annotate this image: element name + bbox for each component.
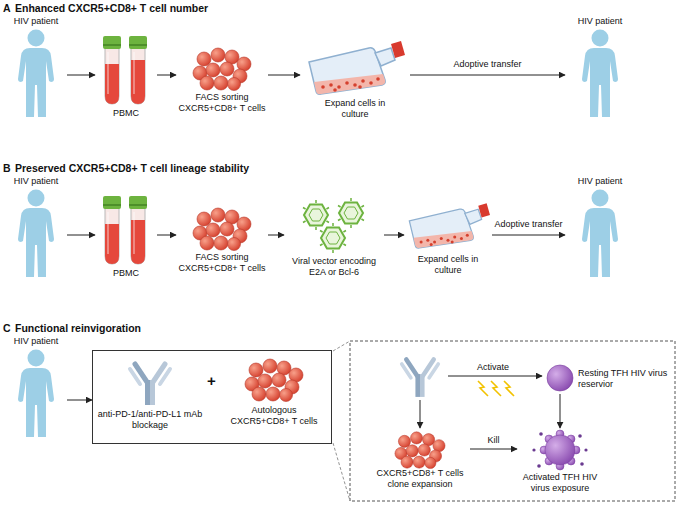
caption-text: CXCR5+CD8+ T cells clone expansion — [370, 468, 470, 490]
flow-arrow — [492, 235, 565, 236]
clone-expansion-node: CXCR5+CD8+ T cells clone expansion — [370, 430, 470, 490]
patient-node: HIV patient — [565, 176, 635, 277]
caption-text: Expand cells in culture — [416, 254, 480, 276]
activated-tfh-cell — [532, 430, 587, 470]
flow-arrow — [157, 235, 176, 236]
antibody-icon — [402, 359, 439, 396]
viral-vectors — [303, 198, 364, 253]
expansion-arrow — [420, 400, 421, 428]
caption-text: Expand cells in culture — [323, 98, 387, 120]
pbmc-node: PBMC — [95, 194, 157, 279]
caption-text: PBMC — [95, 108, 157, 119]
blood-tubes — [103, 36, 147, 104]
culture-flask — [409, 203, 490, 248]
panel-letter: B — [3, 162, 11, 174]
patient-node: HIV patient — [5, 16, 67, 117]
patient-node: HIV patient — [565, 16, 635, 117]
flow-arrow — [560, 394, 561, 428]
flow-arrow — [268, 75, 300, 76]
cell-cluster — [245, 359, 303, 402]
culture-node: Expand cells in culture — [300, 40, 410, 120]
flow-arrow — [470, 449, 517, 450]
patient-figure — [18, 30, 54, 118]
flow-arrow — [67, 75, 95, 76]
panel-letter: C — [3, 322, 11, 334]
therapy-box: + anti-PD-1/anti-PD-L1 mAb blockage Autolo… — [92, 350, 332, 444]
culture-flask — [309, 41, 405, 94]
panel-title: Functional reinvigoration — [15, 322, 141, 334]
caption-text: HIV patient — [565, 176, 635, 187]
patient-figure — [18, 350, 54, 438]
zoom-line — [333, 341, 350, 351]
autologous-cells-node: Autologous CXCR5+CD8+ T cells — [219, 357, 329, 427]
caption-text: Viral vector encoding E2A or Bcl-6 — [284, 256, 384, 278]
patient-figure — [582, 190, 618, 278]
resting-tfh-node: Resting TFH HIV virus reservior — [544, 362, 672, 394]
flow-arrow — [410, 75, 565, 76]
caption-text: FACS sorting CXCR5+CD8+ T cells — [176, 92, 268, 114]
panel-title: Enhanced CXCR5+CD8+ T cell number — [15, 2, 208, 14]
activate-arrow — [448, 376, 542, 377]
activated-tfh-node: Activated TFH HIV virus exposure — [517, 428, 603, 494]
arrow-label: Activate — [476, 363, 510, 373]
plus-sign: + — [207, 373, 216, 388]
patient-figure — [18, 190, 54, 278]
culture-node: Expand cells in culture — [404, 200, 492, 276]
patient-figure — [582, 30, 618, 118]
caption-text: HIV patient — [565, 16, 635, 27]
caption-text: HIV patient — [5, 176, 67, 187]
vector-node: Viral vector encoding E2A or Bcl-6 — [284, 198, 384, 278]
antibody-node: anti-PD-1/anti-PD-L1 mAb blockage — [95, 355, 205, 431]
cell-cluster — [193, 48, 251, 91]
resting-tfh-cell — [547, 365, 573, 391]
caption-text: Autologous CXCR5+CD8+ T cells — [228, 405, 320, 427]
cell-cluster — [193, 208, 251, 251]
lightning-bolts — [478, 381, 514, 396]
sorting-node: FACS sorting CXCR5+CD8+ T cells — [176, 46, 268, 114]
panel-title: Preserved CXCR5+CD8+ T cell lineage stab… — [15, 162, 249, 174]
edge-label: Adoptive transfer — [452, 60, 522, 70]
flow-arrow — [384, 235, 404, 236]
sorting-node: FACS sorting CXCR5+CD8+ T cells — [176, 206, 268, 274]
patient-node: HIV patient — [5, 176, 67, 277]
zoom-panel — [350, 341, 675, 501]
caption-text: Activated TFH HIV virus exposure — [517, 472, 603, 494]
flow-arrow — [67, 400, 92, 401]
caption-text: anti-PD-1/anti-PD-L1 mAb blockage — [95, 409, 205, 431]
flow-arrow — [67, 235, 95, 236]
caption-text: FACS sorting CXCR5+CD8+ T cells — [176, 252, 268, 274]
panel-letter: A — [3, 2, 11, 14]
antibody-icon — [130, 364, 170, 405]
caption-text: Resting TFH HIV virus reservior — [578, 368, 672, 390]
flow-arrow — [268, 235, 284, 236]
blood-tubes — [103, 196, 147, 264]
caption-text: HIV patient — [5, 16, 67, 27]
pbmc-node: PBMC — [95, 34, 157, 119]
edge-label: Kill — [486, 436, 500, 446]
caption-text: PBMC — [95, 268, 157, 279]
zoom-line — [333, 443, 350, 501]
flow-arrow — [157, 75, 176, 76]
edge-label: Adoptive transfer — [493, 220, 563, 230]
cell-cluster — [395, 432, 445, 469]
patient-node: HIV patient — [5, 336, 67, 437]
caption-text: HIV patient — [5, 336, 67, 347]
